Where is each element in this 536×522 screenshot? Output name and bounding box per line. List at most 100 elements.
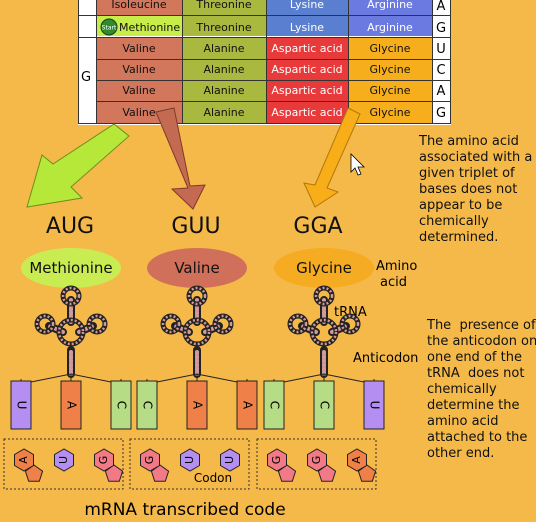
cell-methionine-start [96,16,182,36]
anticodon-base [10,380,32,430]
start-marker-label: Start [102,25,117,32]
cell-label-methionine: Methionine [119,21,180,34]
note-line: appear to be [419,198,503,213]
cell-threonine [182,16,266,36]
note-line: tRNA does not [427,366,525,381]
cell-label: Aspartic acid [271,63,342,76]
note-line: amino acid [427,414,499,429]
mrna-base [14,448,34,472]
anticodon-base-label: A [191,401,205,410]
anticodon-base [110,380,132,430]
cell-label: Alanine [203,63,244,76]
anticodon-base [186,380,208,430]
cell-label: Aspartic acid [271,42,342,55]
anticodon-base [263,380,285,430]
cell-label: Valine [122,42,155,55]
cell-label: Isoleucine [111,0,167,11]
note-line: associated with a [419,150,533,165]
anticodon-base-label: U [368,401,382,410]
mrna-base-label: G [270,456,283,465]
anticodon-base-label: C [268,401,282,409]
third-base-label: A [437,84,446,99]
arrows [26,107,361,210]
note-line: other end. [427,446,495,461]
anticodon-base [136,380,158,430]
cell-label: Glycine [370,63,411,76]
acid-label: acid [380,275,407,290]
amino-acid-glycine [274,248,374,288]
mrna-base [54,448,74,472]
amino-acid-methionine [21,248,121,288]
mrna-base [347,448,367,472]
note-line: chemically [419,214,489,229]
mrna-base-label: G [310,456,323,465]
cell-threonine-top [182,0,266,15]
mrna-base-label: U [223,456,236,464]
amino-acid-name: Glycine [296,259,352,277]
codon-label-text: Codon [194,471,232,485]
mrna-caption: mRNA transcribed code [84,500,285,520]
mrna-base [140,448,160,472]
amino-label: Amino [376,259,417,274]
mrna-base [307,448,327,472]
first-base-label: G [81,70,91,85]
anticodon-label: Anticodon [353,351,418,366]
anticodon-base [60,380,82,430]
third-base-label: C [436,63,445,78]
cell-label: Arginine [367,0,413,11]
third-base-label: G [436,21,446,36]
note-line: determine the [427,398,520,413]
mrna-base-label: A [17,456,30,464]
anticodon-base-label: U [15,401,29,410]
amino-acid-valine [147,248,247,288]
cell-label: Threonine [195,21,251,34]
cell-label: Lysine [290,21,324,34]
cell-label: Valine [122,63,155,76]
anticodon-base [363,380,385,430]
mrna-base-label: U [183,456,196,464]
mrna-base-label: A [350,456,363,464]
cell-label: Glycine [370,84,411,97]
cell-lysine [266,16,348,36]
cell-label: Lysine [290,0,324,11]
codon-label: AUG [46,214,94,239]
codon-table: Isoleucine Threonine Lysine Arginine A S… [78,0,451,125]
arrow-glycine [303,107,361,208]
mrna-base-label: G [97,456,110,465]
third-base-label: A [437,0,446,14]
codon-label: GUU [171,214,220,239]
start-marker [100,18,118,36]
mrna-base [267,448,287,472]
cell-isoleucine [96,0,182,15]
cell-label: Valine [122,106,155,119]
anticodon-base-label: A [241,401,255,410]
note-line: attached to the [427,430,528,445]
note-line: one end of the [427,350,522,365]
mrna-base [94,448,114,472]
mouse-cursor-icon [350,153,365,176]
note-line: The presence of [427,318,536,333]
cell-arginine-top [348,0,432,15]
cell-arginine [348,16,432,36]
anticodon-base-label: C [141,401,155,409]
note-line: the anticodon on [427,334,536,349]
anticodon-base-label: A [65,401,79,410]
cell-label: Aspartic acid [271,84,342,97]
cell-label: Valine [122,84,155,97]
mrna-base [180,448,200,472]
table-grid [78,0,451,124]
cell-label: Glycine [370,106,411,119]
mrna-base-label: G [143,456,156,465]
note-line: chemically [427,382,497,397]
note-line: given triplet of [419,166,515,181]
cell-label: Alanine [203,42,244,55]
anticodon-base-label: C [115,401,129,409]
note-line: The amino acid [419,134,519,149]
